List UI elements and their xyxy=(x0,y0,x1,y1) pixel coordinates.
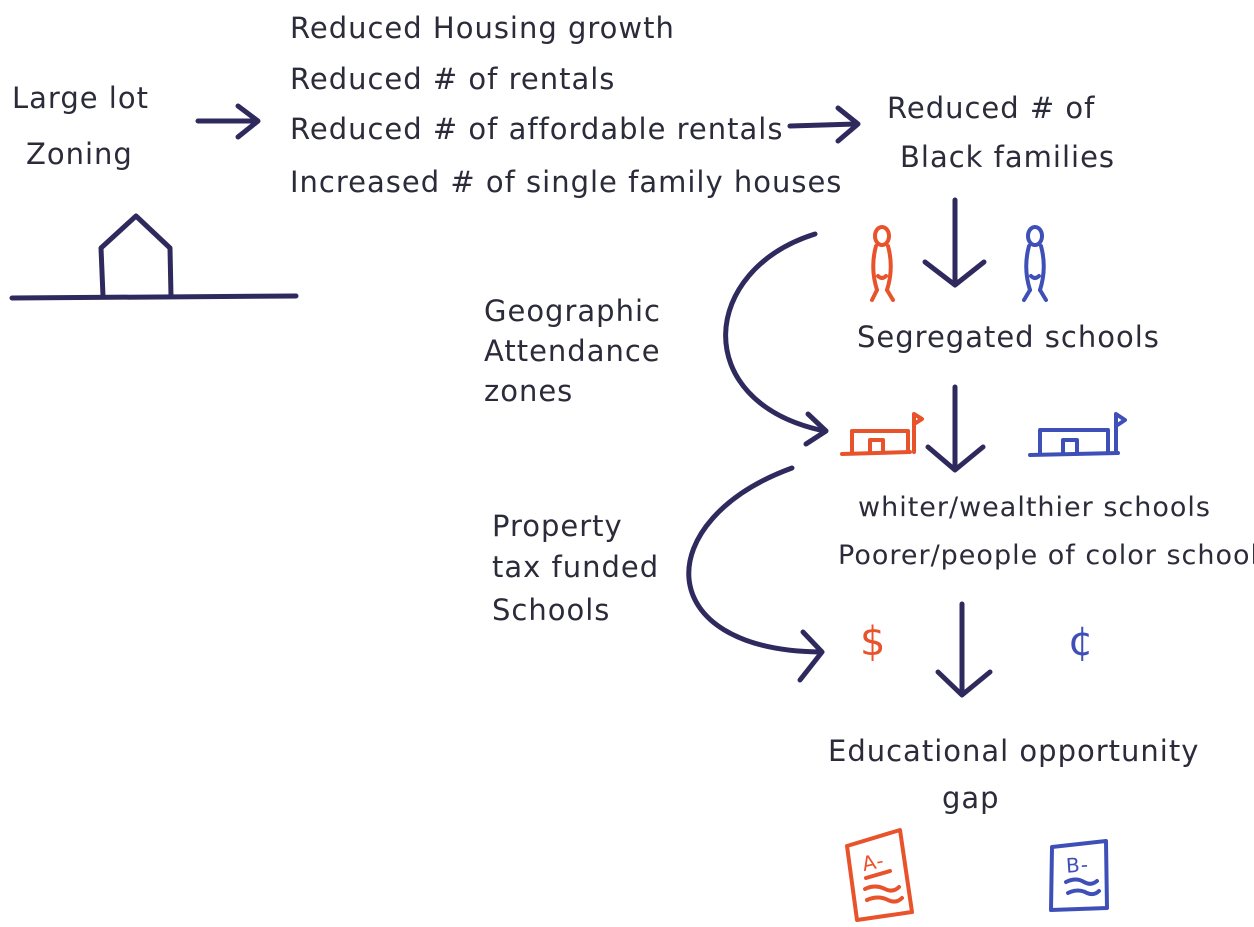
effect-affordable-rentals: Reduced # of affordable rentals xyxy=(290,112,784,146)
arrow-effects-to-families xyxy=(787,105,861,144)
orange-person-icon xyxy=(870,225,895,302)
whiter-wealthier-schools: whiter/wealthier schools xyxy=(858,492,1211,523)
effect-single-family: Increased # of single family houses xyxy=(290,165,843,199)
attendance-zones-line1: Geographic xyxy=(484,294,661,328)
attendance-zones-line3: zones xyxy=(484,374,574,408)
cent-symbol: ¢ xyxy=(1068,619,1095,665)
blue-school-icon xyxy=(1028,412,1127,457)
grade-b-label: B- xyxy=(1065,852,1090,878)
arrow-segregated-to-schools xyxy=(925,384,986,473)
arrow-zoning-to-effects xyxy=(195,103,261,140)
blue-person-icon xyxy=(1022,225,1048,302)
report-card-a-icon xyxy=(845,828,914,922)
curved-arrow-property-tax xyxy=(686,465,825,683)
report-card-b-icon xyxy=(1049,839,1109,912)
arrow-schools-to-funding xyxy=(935,601,993,698)
opportunity-gap-line2: gap xyxy=(942,781,1000,815)
dollar-symbol: $ xyxy=(860,619,887,665)
zoning-label-line2: Zoning xyxy=(26,137,133,171)
black-families-line2: Black families xyxy=(900,140,1116,174)
poorer-poc-schools: Poorer/people of color schools xyxy=(838,540,1254,571)
grade-a-label: A- xyxy=(859,847,887,877)
curved-arrow-attendance xyxy=(723,231,829,447)
orange-school-icon xyxy=(840,412,924,456)
zoning-label-line1: Large lot xyxy=(12,81,149,115)
property-tax-line1: Property xyxy=(492,509,623,543)
opportunity-gap-line1: Educational opportunity xyxy=(828,734,1200,768)
property-tax-line3: Schools xyxy=(492,593,611,627)
segregated-schools-label: Segregated schools xyxy=(857,320,1160,354)
effect-rentals: Reduced # of rentals xyxy=(290,62,616,96)
effect-housing-growth: Reduced Housing growth xyxy=(290,11,675,45)
property-tax-line2: tax funded xyxy=(492,550,660,584)
black-families-line1: Reduced # of xyxy=(887,91,1096,125)
arrow-families-to-segregated xyxy=(922,197,987,288)
house-icon xyxy=(9,213,299,301)
attendance-zones-line2: Attendance xyxy=(484,334,661,368)
